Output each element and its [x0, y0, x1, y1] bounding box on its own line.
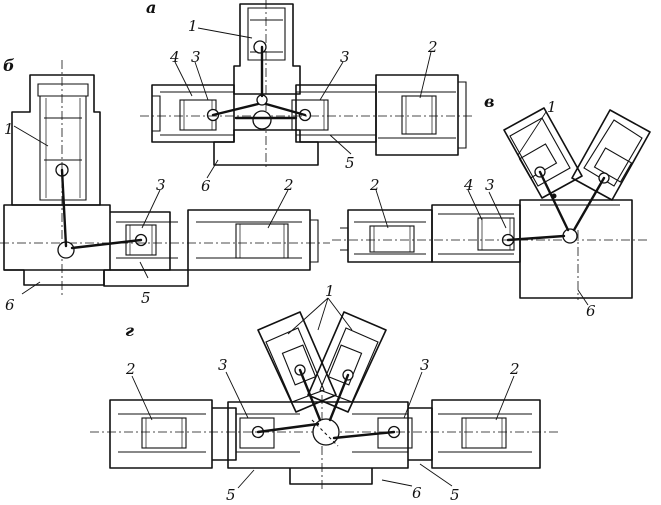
label-a-part-1: 1 — [188, 17, 198, 35]
label-b-part-6: 6 — [5, 296, 15, 314]
label-g-part-2-left: 2 — [125, 360, 136, 378]
label-a-part-6: 6 — [201, 177, 211, 195]
label-a-part-4: 4 — [169, 48, 180, 66]
label-variant-g: г — [125, 321, 134, 340]
label-a-part-3-left: 3 — [191, 48, 201, 66]
part-labels: 1 4 3 3 2 5 6 1 3 2 5 6 1 2 4 3 6 1 2 3 … — [4, 17, 596, 504]
label-v-part-4: 4 — [463, 176, 474, 194]
label-g-part-3-right: 3 — [420, 356, 430, 374]
label-g-part-3-left: 3 — [218, 356, 228, 374]
label-b-part-1: 1 — [4, 120, 14, 138]
label-v-part-6: 6 — [586, 302, 596, 320]
variant-b-drawing — [0, 60, 330, 295]
label-g-part-6: 6 — [412, 484, 422, 502]
label-g-part-2-right: 2 — [509, 360, 520, 378]
label-variant-v: в — [484, 92, 495, 111]
label-a-part-5: 5 — [345, 154, 355, 172]
label-v-part-1: 1 — [547, 98, 557, 116]
label-g-part-5-left: 5 — [226, 486, 236, 504]
variant-v-drawing — [332, 107, 651, 300]
label-g-part-1: 1 — [325, 282, 335, 300]
variant-a-drawing — [140, 0, 475, 168]
label-a-part-3-right: 3 — [340, 48, 350, 66]
leader-lines — [13, 27, 589, 489]
label-b-part-5: 5 — [141, 289, 151, 307]
label-variant-a: а — [146, 0, 156, 17]
label-variant-b: б — [3, 56, 15, 75]
label-v-part-3: 3 — [485, 176, 495, 194]
label-g-part-5-right: 5 — [450, 486, 460, 504]
variant-g-drawing — [90, 311, 560, 492]
variant-labels: а б в г — [3, 0, 495, 340]
label-v-part-2: 2 — [369, 176, 380, 194]
label-b-part-3: 3 — [156, 176, 166, 194]
label-b-part-2: 2 — [283, 176, 294, 194]
label-a-part-2: 2 — [427, 38, 438, 56]
